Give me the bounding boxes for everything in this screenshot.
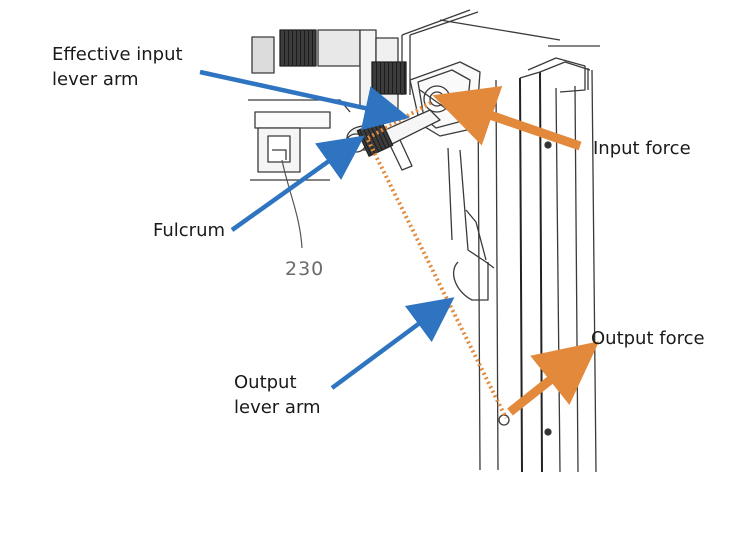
- output-lever-arm-line2: lever arm: [234, 397, 321, 418]
- output-lever-arm-line: [366, 139, 508, 419]
- force-arrows: [432, 85, 600, 416]
- effective-input-lever-arm-line1: Effective input: [52, 44, 183, 65]
- fulcrum-label: Fulcrum: [153, 220, 226, 241]
- effective-input-lever-arm-callout: [199, 69, 410, 131]
- lever-arm-lines: [366, 100, 508, 419]
- output-force-arrow: [507, 341, 600, 416]
- output-force-label: Output force: [591, 328, 705, 349]
- part-number-label: 230: [285, 258, 325, 280]
- effective-input-lever-arm-label: Effective input lever arm: [52, 42, 183, 92]
- input-force-arrow: [432, 85, 582, 151]
- callout-arrows: [199, 69, 455, 390]
- output-lever-arm-line1: Output: [234, 372, 297, 393]
- fulcrum-callout: [230, 135, 365, 232]
- effective-input-lever-arm-line2: lever arm: [52, 69, 139, 90]
- output-lever-arm-callout: [330, 297, 455, 390]
- input-force-label: Input force: [593, 138, 691, 159]
- output-lever-arm-label: Output lever arm: [234, 370, 321, 420]
